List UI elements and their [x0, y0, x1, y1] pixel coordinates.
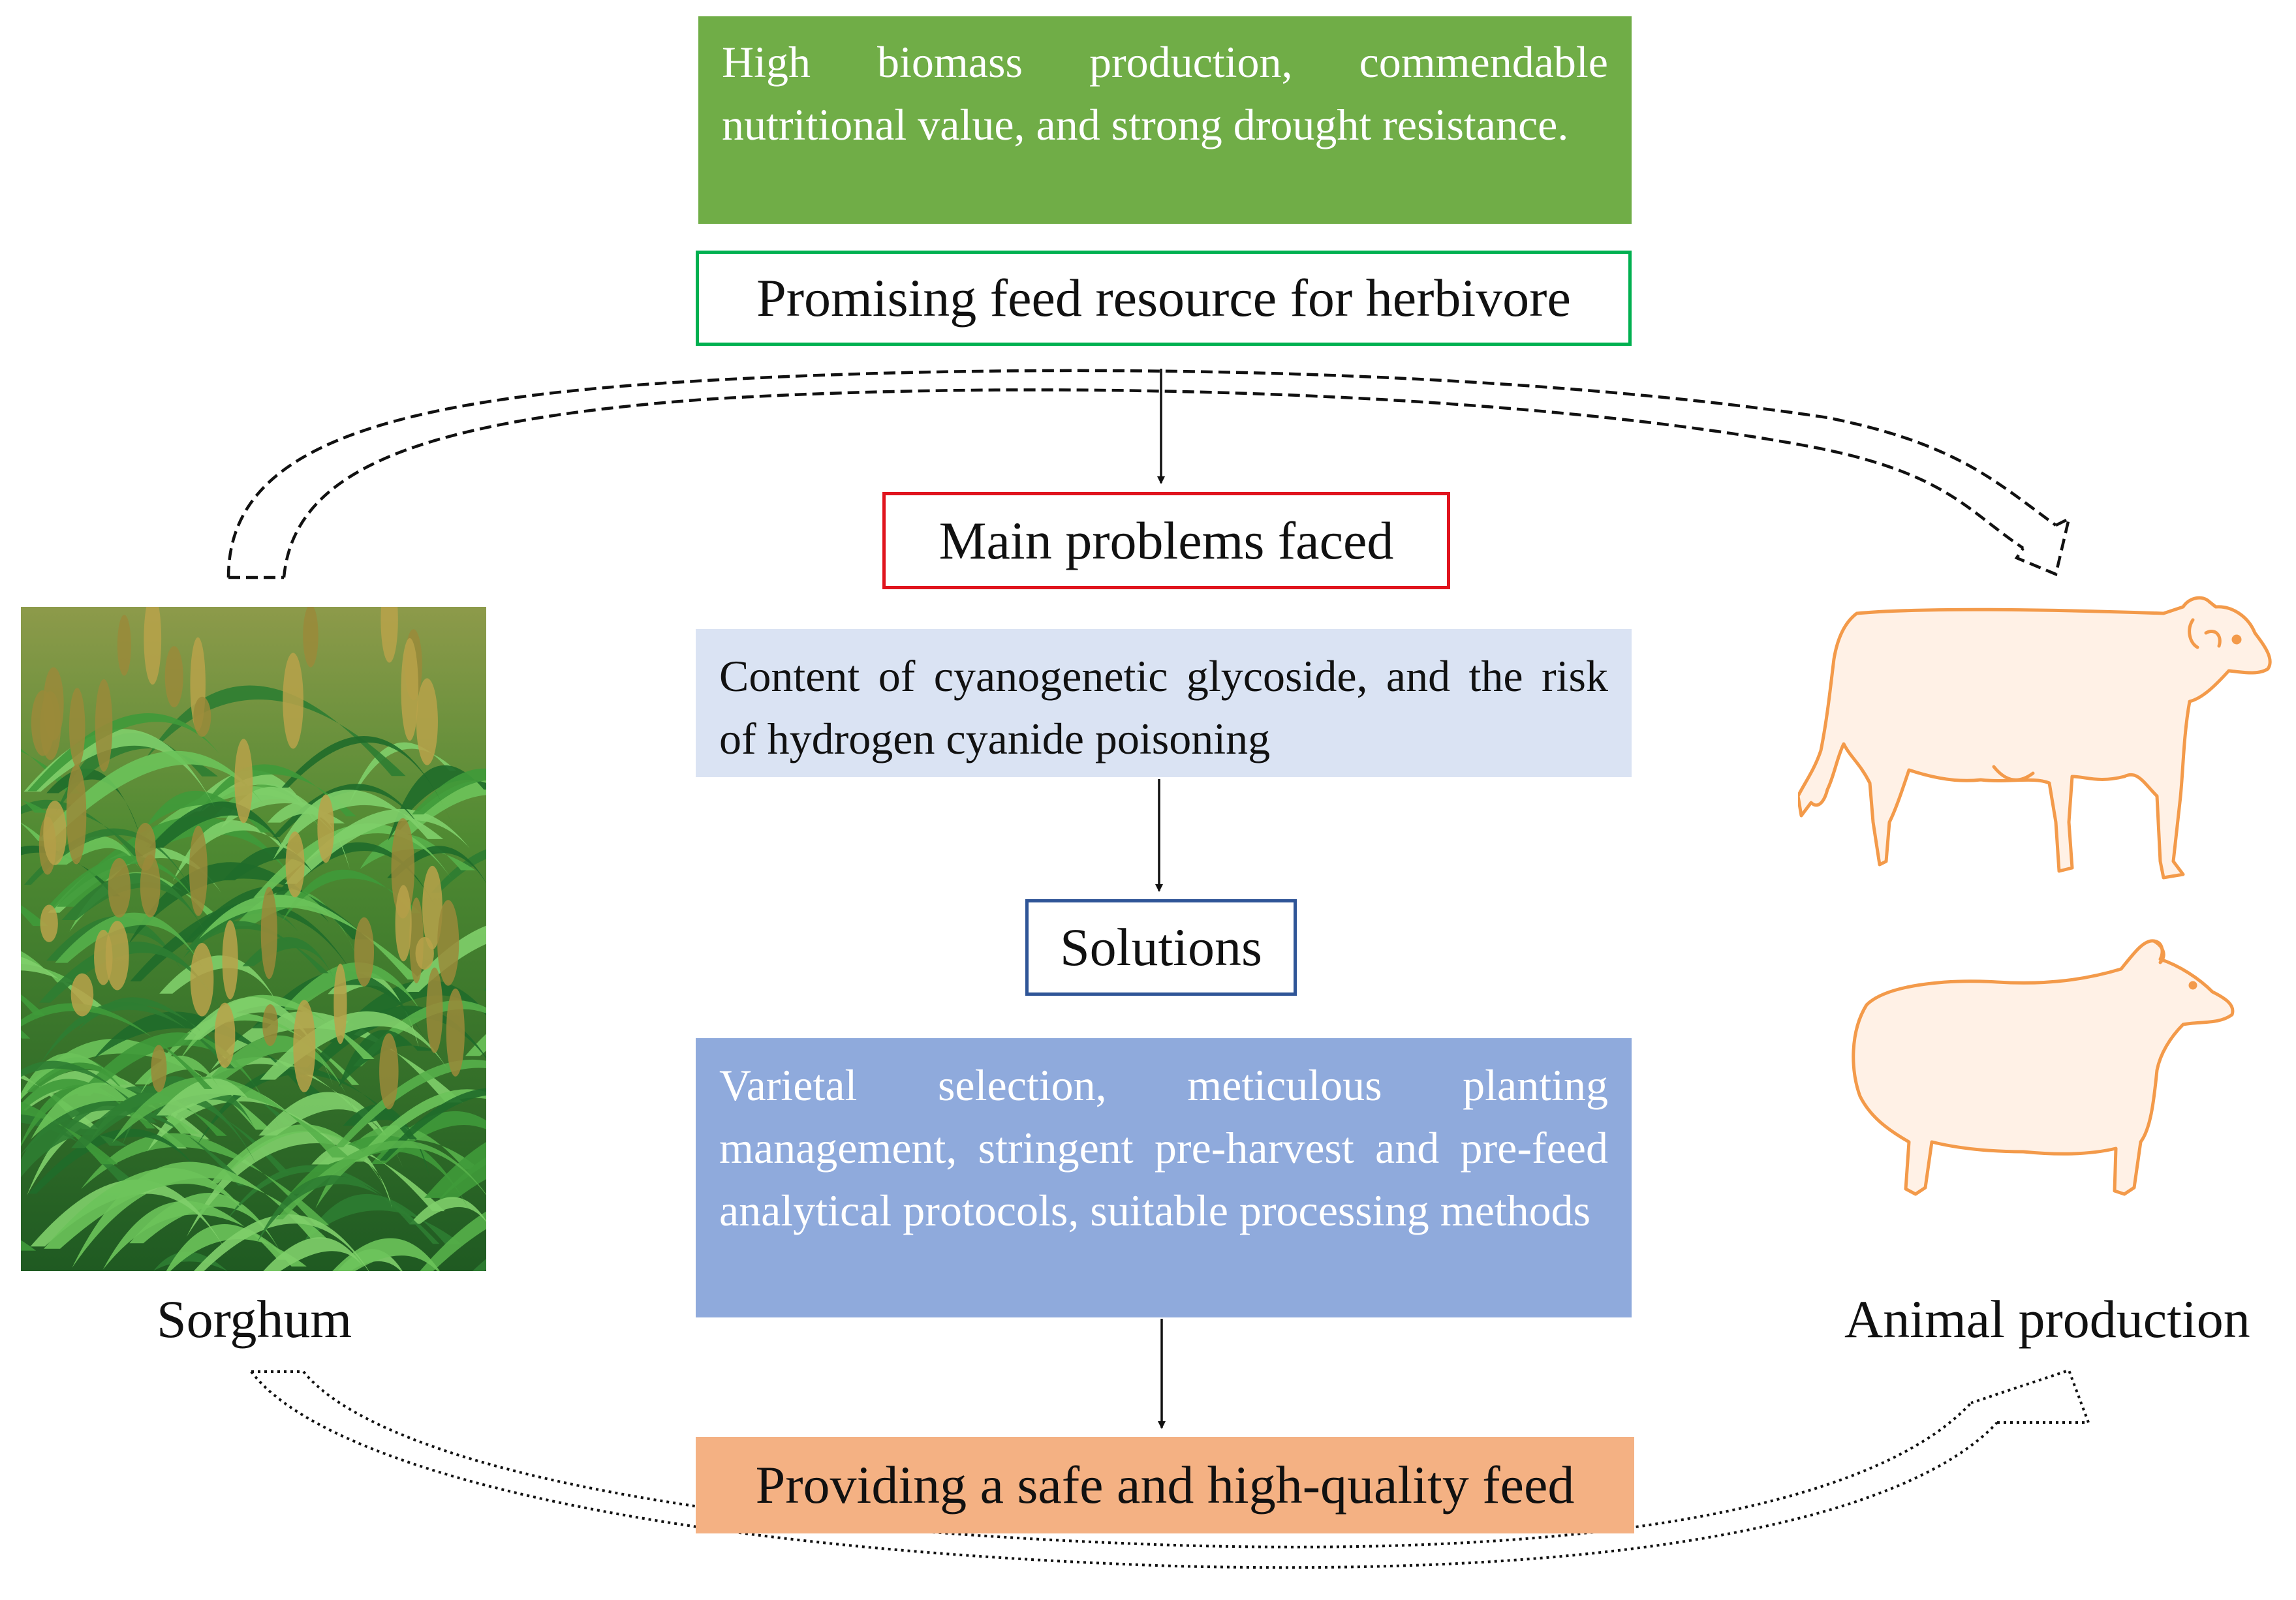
problem-detail-text: Content of cyanogenetic glycoside, and t… [719, 651, 1608, 763]
solutions-text: Solutions [1060, 917, 1262, 977]
promising-feed-text: Promising feed resource for herbivore [756, 268, 1571, 328]
animal-production-label: Animal production [1844, 1289, 2250, 1349]
outcome-box: Providing a safe and high-quality feed [696, 1437, 1634, 1533]
sorghum-label: Sorghum [157, 1289, 352, 1349]
main-problems-text: Main problems faced [939, 510, 1394, 570]
benefits-text: High biomass production, commendable nut… [722, 37, 1608, 149]
problem-detail-box: Content of cyanogenetic glycoside, and t… [696, 629, 1632, 777]
sorghum-field-photo [21, 607, 486, 1271]
cow-icon [1798, 596, 2272, 880]
benefits-box: High biomass production, commendable nut… [698, 16, 1632, 224]
solution-detail-box: Varietal selection, meticulous planting … [696, 1038, 1632, 1317]
solution-detail-text: Varietal selection, meticulous planting … [719, 1060, 1608, 1235]
promising-feed-box: Promising feed resource for herbivore [696, 251, 1632, 346]
solutions-box: Solutions [1025, 899, 1297, 996]
outcome-text: Providing a safe and high-quality feed [755, 1455, 1575, 1515]
main-problems-box: Main problems faced [882, 492, 1450, 589]
sheep-icon [1852, 939, 2235, 1196]
